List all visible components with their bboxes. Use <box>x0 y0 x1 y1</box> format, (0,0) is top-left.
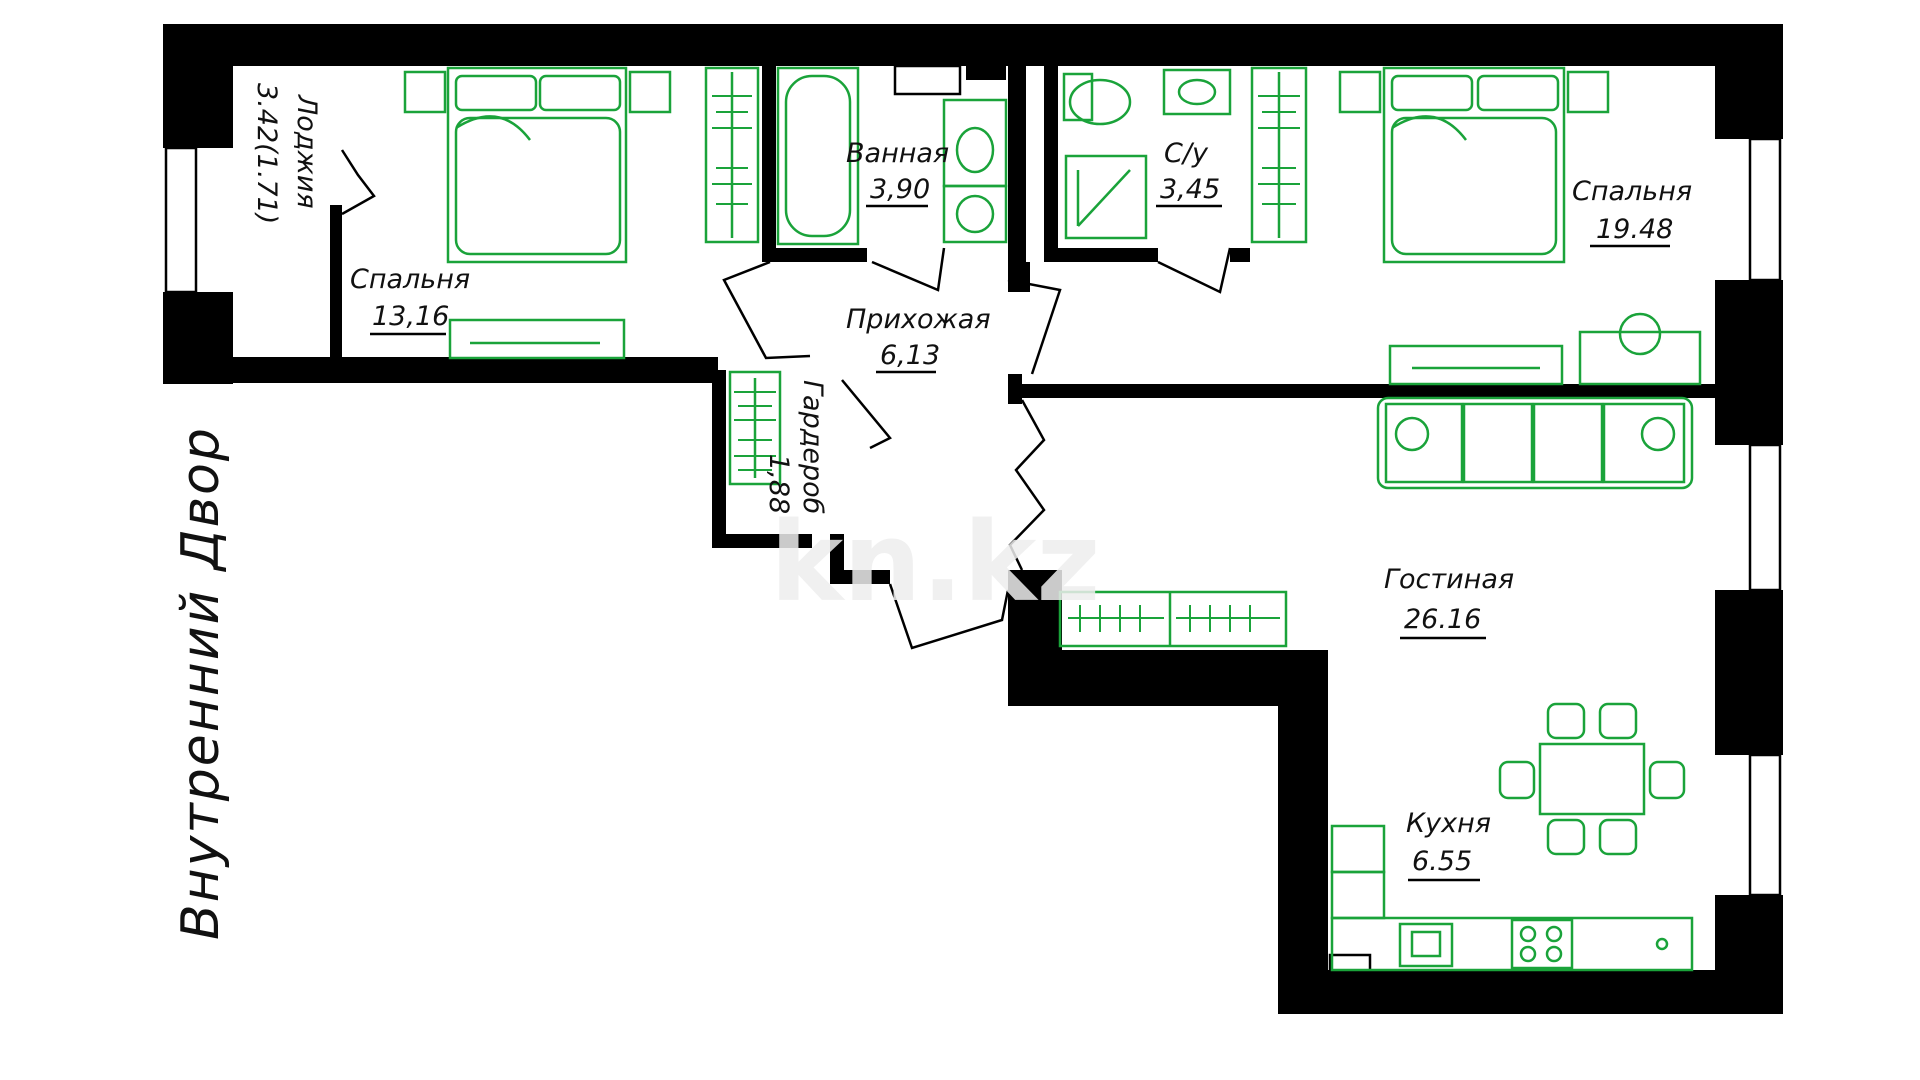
bedroom-right-name: Спальня <box>1572 176 1692 207</box>
wardrobe-hangers <box>728 370 782 486</box>
loggia-name: Лоджия <box>291 94 322 209</box>
loggia-label-group: Лоджия 3.42(1.71) <box>251 83 322 224</box>
room-labels: Лоджия 3.42(1.71) Спальня 13,16 Ванная 3… <box>171 83 1692 940</box>
bathtub <box>776 66 860 246</box>
dining-table <box>1498 702 1686 856</box>
wardrobe-area: 1,88 <box>763 454 794 514</box>
living-name: Гостиная <box>1384 564 1514 595</box>
furniture <box>403 66 1702 972</box>
bedroom-left-name: Спальня <box>350 264 470 295</box>
walls <box>163 24 1783 1014</box>
toilet <box>1062 72 1132 126</box>
watermark: kn.kz <box>770 498 1100 626</box>
courtyard-label: Внутренний Двор <box>171 426 231 940</box>
bedroom-left-area: 13,16 <box>372 301 449 332</box>
kitchen-counter <box>1330 824 1694 972</box>
bed-right <box>1338 66 1610 264</box>
wc-sink <box>1162 68 1232 116</box>
washing-machine <box>942 184 1008 244</box>
bed-left <box>403 66 672 264</box>
closet-right <box>1250 66 1308 244</box>
closet-left <box>704 66 760 244</box>
doors <box>340 149 1232 650</box>
kitchen-area: 6.55 <box>1412 846 1472 877</box>
hallway-area: 6,13 <box>880 340 940 371</box>
bathroom-area: 3,90 <box>870 174 930 205</box>
wc-name: С/у <box>1164 138 1209 169</box>
dresser-right <box>1388 344 1564 386</box>
wc-area: 3,45 <box>1160 174 1220 205</box>
tv-stand <box>1058 590 1288 648</box>
bathroom-name: Ванная <box>846 138 949 169</box>
living-area: 26.16 <box>1404 604 1481 635</box>
bedroom-right-area: 19.48 <box>1596 214 1673 245</box>
dresser-left <box>448 318 626 360</box>
wardrobe-label-group: Гардероб 1,88 <box>763 380 828 514</box>
loggia-area: 3.42(1.71) <box>251 83 282 224</box>
hallway-name: Прихожая <box>846 304 991 335</box>
desk <box>1578 330 1702 386</box>
kitchen-name: Кухня <box>1406 808 1491 839</box>
sofa <box>1376 396 1694 490</box>
wardrobe-name: Гардероб <box>797 380 828 514</box>
shower <box>1064 154 1148 240</box>
